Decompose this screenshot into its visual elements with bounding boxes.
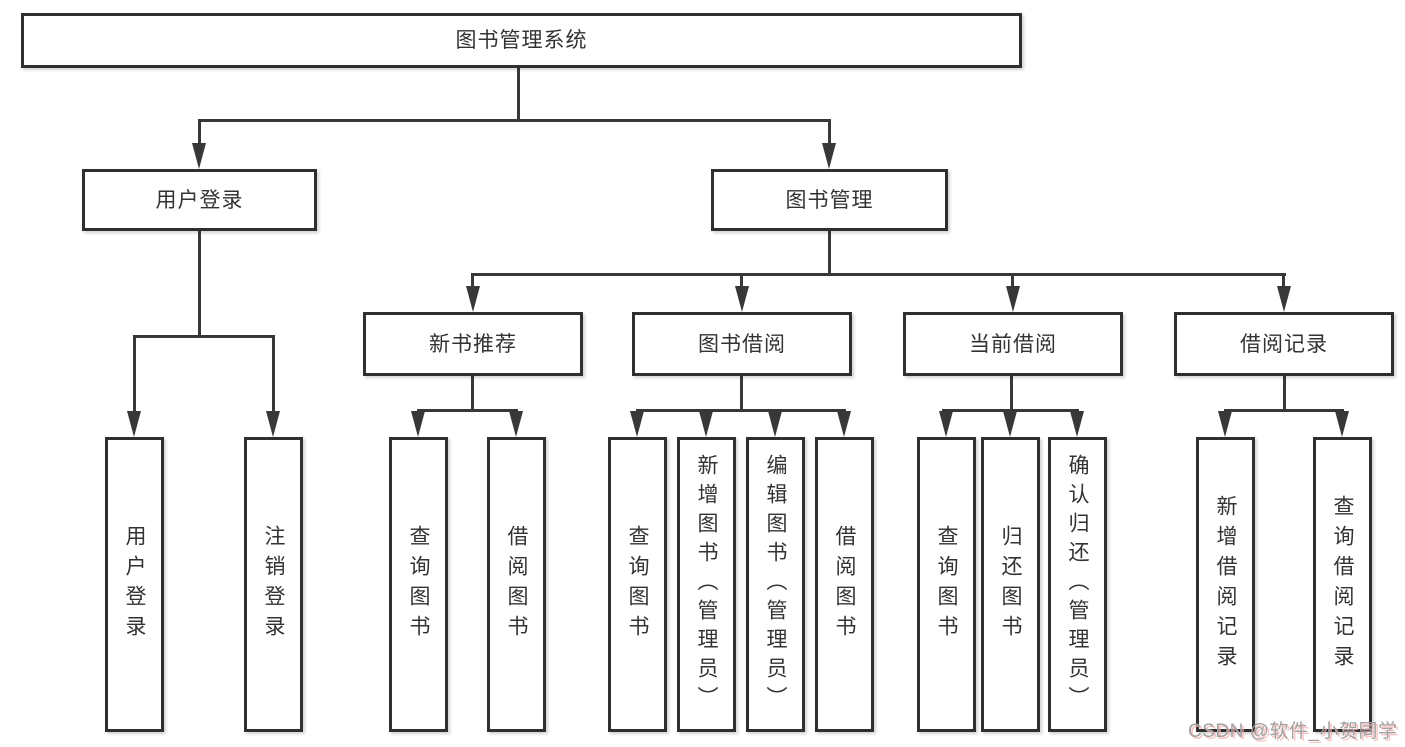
node-user-login: 用户登录 <box>82 169 317 231</box>
leaf-borrow-books-recommend: 借阅图书 <box>487 437 546 732</box>
arrowhead-down <box>1218 411 1232 437</box>
leaf-query-books-recommend: 查询图书 <box>389 437 448 732</box>
node-borrow-records: 借阅记录 <box>1174 312 1394 376</box>
node-root: 图书管理系统 <box>21 13 1022 68</box>
leaf-return-books: 归还图书 <box>981 437 1040 732</box>
csdn-watermark: CSDN @软件_小贺同学 <box>1188 721 1398 742</box>
node-book-borrow: 图书借阅 <box>632 312 852 376</box>
leaf-borrow-books: 借阅图书 <box>815 437 874 732</box>
node-current-borrow: 当前借阅 <box>903 312 1123 376</box>
line <box>740 376 743 409</box>
arrowhead-down <box>411 411 425 437</box>
leaf-add-borrow-record: 新增借阅记录 <box>1196 437 1255 732</box>
arrowhead-down <box>192 143 206 169</box>
line <box>1224 409 1344 412</box>
line <box>1011 273 1014 289</box>
line <box>471 273 474 289</box>
line <box>1283 376 1286 409</box>
line <box>133 335 275 338</box>
line <box>198 119 201 145</box>
line <box>417 409 518 412</box>
node-new-book-recommend: 新书推荐 <box>363 312 583 376</box>
leaf-query-borrow-record: 查询借阅记录 <box>1313 437 1372 732</box>
arrowhead-down <box>266 411 280 437</box>
line <box>828 119 831 145</box>
arrowhead-down <box>822 143 836 169</box>
arrowhead-down <box>509 411 523 437</box>
leaf-query-books-current: 查询图书 <box>917 437 976 732</box>
line <box>636 409 846 412</box>
arrowhead-down <box>630 411 644 437</box>
arrowhead-down <box>1006 286 1020 312</box>
arrowhead-down <box>1003 411 1017 437</box>
leaf-edit-books-admin: 编辑图书（管理员） <box>746 437 805 732</box>
arrowhead-down <box>939 411 953 437</box>
line <box>740 273 743 289</box>
arrowhead-down <box>466 286 480 312</box>
line <box>198 119 831 122</box>
line <box>1010 376 1013 409</box>
arrowhead-down <box>768 411 782 437</box>
arrowhead-down <box>127 411 141 437</box>
leaf-add-books-admin: 新增图书（管理员） <box>677 437 736 732</box>
line <box>471 376 474 409</box>
arrowhead-down <box>837 411 851 437</box>
arrowhead-down <box>1335 411 1349 437</box>
arrowhead-down <box>735 286 749 312</box>
line <box>828 231 831 273</box>
line <box>472 273 1286 276</box>
line <box>517 68 520 119</box>
line <box>198 231 201 335</box>
leaf-confirm-return-admin: 确认归还（管理员） <box>1048 437 1107 732</box>
arrowhead-down <box>699 411 713 437</box>
line <box>272 335 275 413</box>
line <box>1282 273 1285 289</box>
node-book-management: 图书管理 <box>711 169 948 231</box>
arrowhead-down <box>1277 286 1291 312</box>
leaf-query-books-borrow: 查询图书 <box>608 437 667 732</box>
leaf-user-login: 用户登录 <box>105 437 164 732</box>
leaf-logout: 注销登录 <box>244 437 303 732</box>
arrowhead-down <box>1070 411 1084 437</box>
line <box>133 335 136 413</box>
